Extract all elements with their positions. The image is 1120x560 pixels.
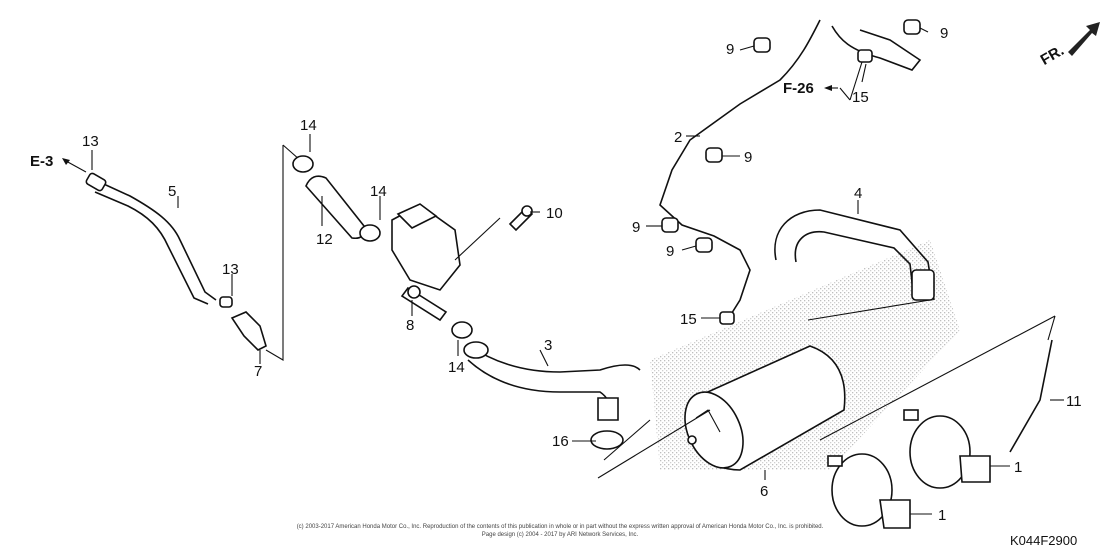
band-1a: [827, 453, 911, 529]
bracket-6-left: [597, 409, 711, 479]
hose-3-end: [463, 341, 489, 359]
hose-3: [469, 345, 641, 373]
tube-11: [1009, 339, 1053, 453]
valve-8: [391, 203, 461, 322]
callout-15a: 15: [852, 89, 869, 106]
clip-15b: [719, 311, 735, 325]
canister-6: [684, 345, 846, 471]
ref-e3: E-3: [30, 153, 53, 170]
callout-8: 8: [406, 317, 414, 334]
callout-13b: 13: [222, 261, 239, 278]
callout-1b: 1: [938, 507, 946, 524]
clamp-9a: [753, 37, 771, 53]
clamp-9d: [661, 217, 679, 233]
ref-e3-arrow-icon: [62, 158, 70, 165]
callout-11: 11: [1066, 393, 1082, 410]
oring-14b: [359, 224, 381, 242]
front-arrow-icon: [1068, 22, 1100, 56]
clamp-9c: [705, 147, 723, 163]
copyright-line-1: (c) 2003-2017 American Honda Motor Co., …: [297, 524, 824, 530]
callout-5: 5: [168, 183, 176, 200]
callout-16: 16: [552, 433, 569, 450]
fitting-7: [230, 311, 267, 351]
callout-14c: 14: [448, 359, 465, 376]
clamp-16: [590, 430, 624, 450]
callout-13a: 13: [82, 133, 99, 150]
callout-10: 10: [546, 205, 563, 222]
oring-14c: [451, 321, 473, 339]
callout-9e: 9: [666, 243, 674, 260]
bracket-6-top: [807, 299, 931, 321]
callout-9b: 9: [940, 25, 948, 42]
hose-4: [774, 209, 935, 301]
hose-5: [94, 179, 217, 301]
callout-14a: 14: [300, 117, 317, 134]
hose-3-edge: [467, 359, 612, 417]
copyright-line-2: Page design (c) 2004 - 2017 by ARI Netwo…: [482, 532, 639, 538]
callout-9a: 9: [726, 41, 734, 58]
callout-1a: 1: [1014, 459, 1022, 476]
hose-4-end: [911, 269, 935, 301]
clamp-13-bottom: [219, 296, 233, 308]
callout-4: 4: [854, 185, 862, 202]
callout-6: 6: [760, 483, 768, 500]
callout-7: 7: [254, 363, 262, 380]
clip-15a: [857, 49, 873, 63]
bracket-7: [265, 145, 284, 361]
hose-3-elbow: [597, 397, 619, 421]
bracket-8: [454, 217, 501, 261]
ref-f26-bracket: [839, 61, 863, 101]
bracket-1: [819, 315, 1056, 441]
tube-12: [305, 175, 366, 240]
clamp-9b: [903, 19, 921, 35]
ref-e3-leader: [65, 160, 87, 173]
ref-f26: F-26: [783, 80, 814, 97]
callout-2: 2: [674, 129, 682, 146]
front-indicator-label: FR.: [1038, 42, 1067, 69]
ref-f26-arrow-icon: [824, 85, 832, 91]
clamp-13-top: [85, 172, 107, 192]
hose-4-edge: [794, 231, 915, 301]
hose-5-edge: [94, 191, 209, 305]
callout-15b: 15: [680, 311, 697, 328]
callout-14b: 14: [370, 183, 387, 200]
oring-14a: [292, 155, 314, 173]
hose-2: [659, 19, 821, 317]
bolt-10-head: [521, 205, 533, 217]
clamp-9e: [695, 237, 713, 253]
callout-3: 3: [544, 337, 552, 354]
bracket-11: [1047, 315, 1056, 341]
callout-9c: 9: [744, 149, 752, 166]
callout-9d: 9: [632, 219, 640, 236]
band-1b: [903, 409, 991, 489]
callout-12: 12: [316, 231, 333, 248]
diagram-code: K044F2900: [1010, 533, 1077, 548]
bracket-16: [603, 419, 651, 461]
leader-lines: [91, 27, 1064, 515]
